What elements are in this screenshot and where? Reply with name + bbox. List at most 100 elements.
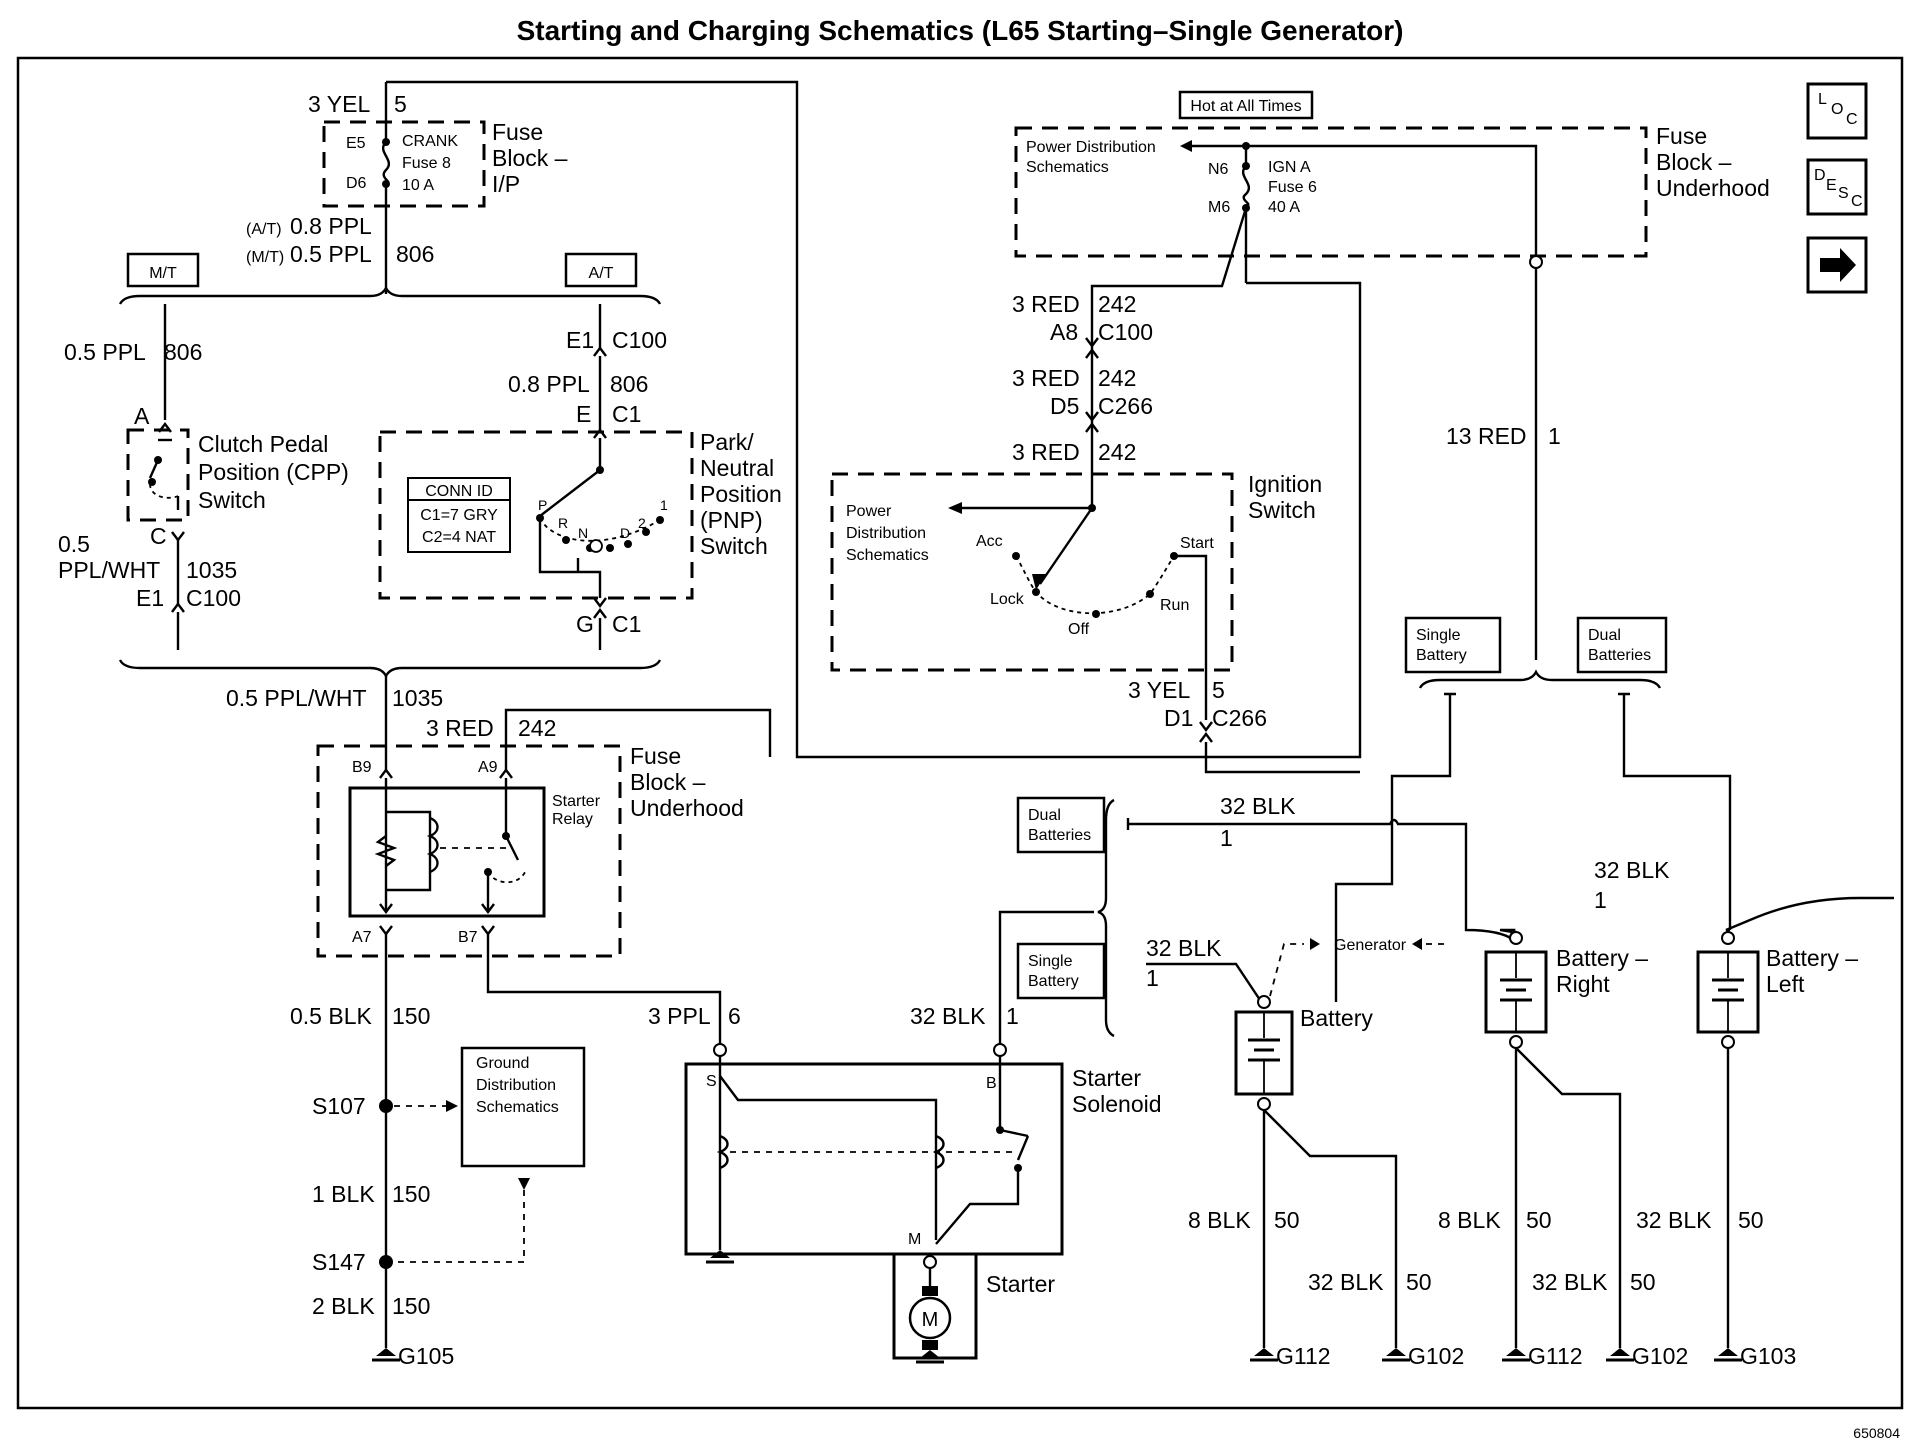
starter-relay-label: Starter	[552, 793, 601, 810]
wire-label: 32 BLK	[1308, 1269, 1384, 1295]
wire-label: 50	[1526, 1207, 1552, 1233]
ground-symbol-icon	[920, 1350, 940, 1358]
page-title: Starting and Charging Schematics (L65 St…	[517, 15, 1404, 46]
cpp-switch-label: Switch	[198, 487, 266, 513]
wire-label: 3 RED	[426, 715, 494, 741]
switch-contact-1	[656, 516, 664, 524]
connector-label: E1	[566, 327, 594, 353]
single-battery-label: Single	[1028, 953, 1073, 970]
connector-label: D1	[1164, 705, 1193, 731]
starter-relay-box	[348, 786, 546, 918]
solenoid-wire	[935, 1168, 1020, 1245]
relay-coil-icon	[426, 816, 439, 874]
switch-contact-n-ring	[589, 539, 603, 553]
ign-position-label: Lock	[990, 591, 1025, 608]
wire-1-batteries	[1725, 896, 1894, 932]
wire-label: 0.5	[58, 531, 90, 557]
loc-icon[interactable]: LOC	[1806, 82, 1868, 140]
connector-label: M	[908, 1231, 921, 1248]
figure-id: 650804	[1853, 1425, 1900, 1441]
wire-label: 1	[1220, 825, 1233, 851]
fuse-label: Fuse 8	[402, 155, 451, 172]
starter-relay-label: Relay	[552, 811, 593, 828]
switch-contact-d2	[624, 540, 632, 548]
wire-label: 8 BLK	[1438, 1207, 1501, 1233]
connector-icon	[593, 346, 607, 357]
power-dist-label: Power	[846, 503, 892, 520]
wire-label: 150	[392, 1003, 430, 1029]
connector-icon	[171, 602, 185, 613]
battery-option-bracket	[1418, 669, 1662, 689]
ign-position-label: Off	[1068, 621, 1090, 638]
wire-label: 5	[394, 91, 407, 117]
connector-label: G	[576, 611, 594, 637]
connector-icon	[499, 768, 513, 779]
connector-icon	[379, 925, 393, 936]
connector-label: S	[706, 1073, 717, 1090]
ignition-switch-label: Ignition	[1248, 471, 1322, 497]
connector-label: C	[150, 523, 167, 549]
battery-left-label: Left	[1766, 971, 1805, 997]
pnp-position-label: P	[538, 497, 547, 513]
pnp-switch-box	[378, 430, 694, 600]
single-battery-option	[1016, 942, 1106, 1000]
battery-right-label: Right	[1556, 971, 1610, 997]
wire-label: 3 YEL	[1128, 677, 1190, 703]
ground-symbol-icon	[710, 1250, 730, 1258]
starter-label: Starter	[986, 1271, 1055, 1297]
mt-option-box	[126, 252, 200, 288]
ignition-switch-box	[830, 472, 1234, 672]
wire-label: (A/T)	[246, 221, 282, 238]
connector-icon	[1085, 411, 1099, 422]
dual-batteries-option	[1016, 796, 1106, 854]
connector-icon	[1085, 337, 1099, 348]
pnp-position-label: 2	[638, 515, 646, 531]
switch-contact-r	[562, 536, 570, 544]
pnp-output-wire	[538, 518, 602, 598]
conn-id-label: C1=7 GRY	[420, 507, 498, 524]
ground-g103: G103	[1714, 1343, 1796, 1369]
power-dist-label: Schematics	[1026, 159, 1109, 176]
pnp-switch-label: Park/	[700, 429, 754, 455]
connector-label: C100	[186, 585, 241, 611]
fuse-block-label: Underhood	[1656, 175, 1770, 201]
ign-position-label: Acc	[976, 533, 1003, 550]
fuse-block-label: Underhood	[630, 795, 744, 821]
single-battery-option	[1404, 616, 1502, 674]
wire-label: 8 BLK	[1188, 1207, 1251, 1233]
connector-icon	[481, 903, 495, 914]
wire-label: 0.5 PPL	[290, 241, 372, 267]
hot-at-all-times-label: Hot at All Times	[1190, 98, 1301, 115]
wire-label: 0.5 PPL/WHT	[226, 685, 367, 711]
wire-1-single-battery	[1146, 962, 1261, 1001]
terminal-s	[713, 1043, 727, 1057]
wire-242-relay	[504, 708, 772, 770]
switch-positions-arc	[539, 517, 661, 542]
wire-label: 1	[1548, 423, 1561, 449]
connector-label: N6	[1208, 161, 1229, 178]
wire-label: 3 RED	[1012, 291, 1080, 317]
connector-label: C266	[1212, 705, 1267, 731]
arrow-icon	[1180, 140, 1192, 152]
battery-right-label: Battery –	[1556, 945, 1648, 971]
pnp-position-label: D	[620, 525, 630, 541]
terminal-m	[923, 1255, 937, 1269]
ground-dist-box[interactable]	[460, 1046, 586, 1168]
wire-5-start	[1174, 554, 1208, 720]
ground-label: G103	[1740, 1343, 1796, 1369]
ground-label: G112	[1528, 1343, 1583, 1369]
connector-label: M6	[1208, 199, 1230, 216]
wire-label: 3 RED	[1012, 365, 1080, 391]
wire-label: (M/T)	[246, 249, 284, 266]
connector-icon	[379, 768, 393, 779]
single-battery-label: Single	[1416, 627, 1461, 644]
wire-label: 0.8 PPL	[508, 371, 590, 397]
conn-id-label: CONN ID	[425, 483, 493, 500]
arrow-right-icon[interactable]	[1806, 236, 1868, 294]
wire-label: 150	[392, 1181, 430, 1207]
ground-label: G105	[398, 1343, 454, 1369]
wire-50	[1263, 1109, 1398, 1348]
fuse-label: IGN A	[1268, 159, 1311, 176]
wire-label: 806	[610, 371, 648, 397]
